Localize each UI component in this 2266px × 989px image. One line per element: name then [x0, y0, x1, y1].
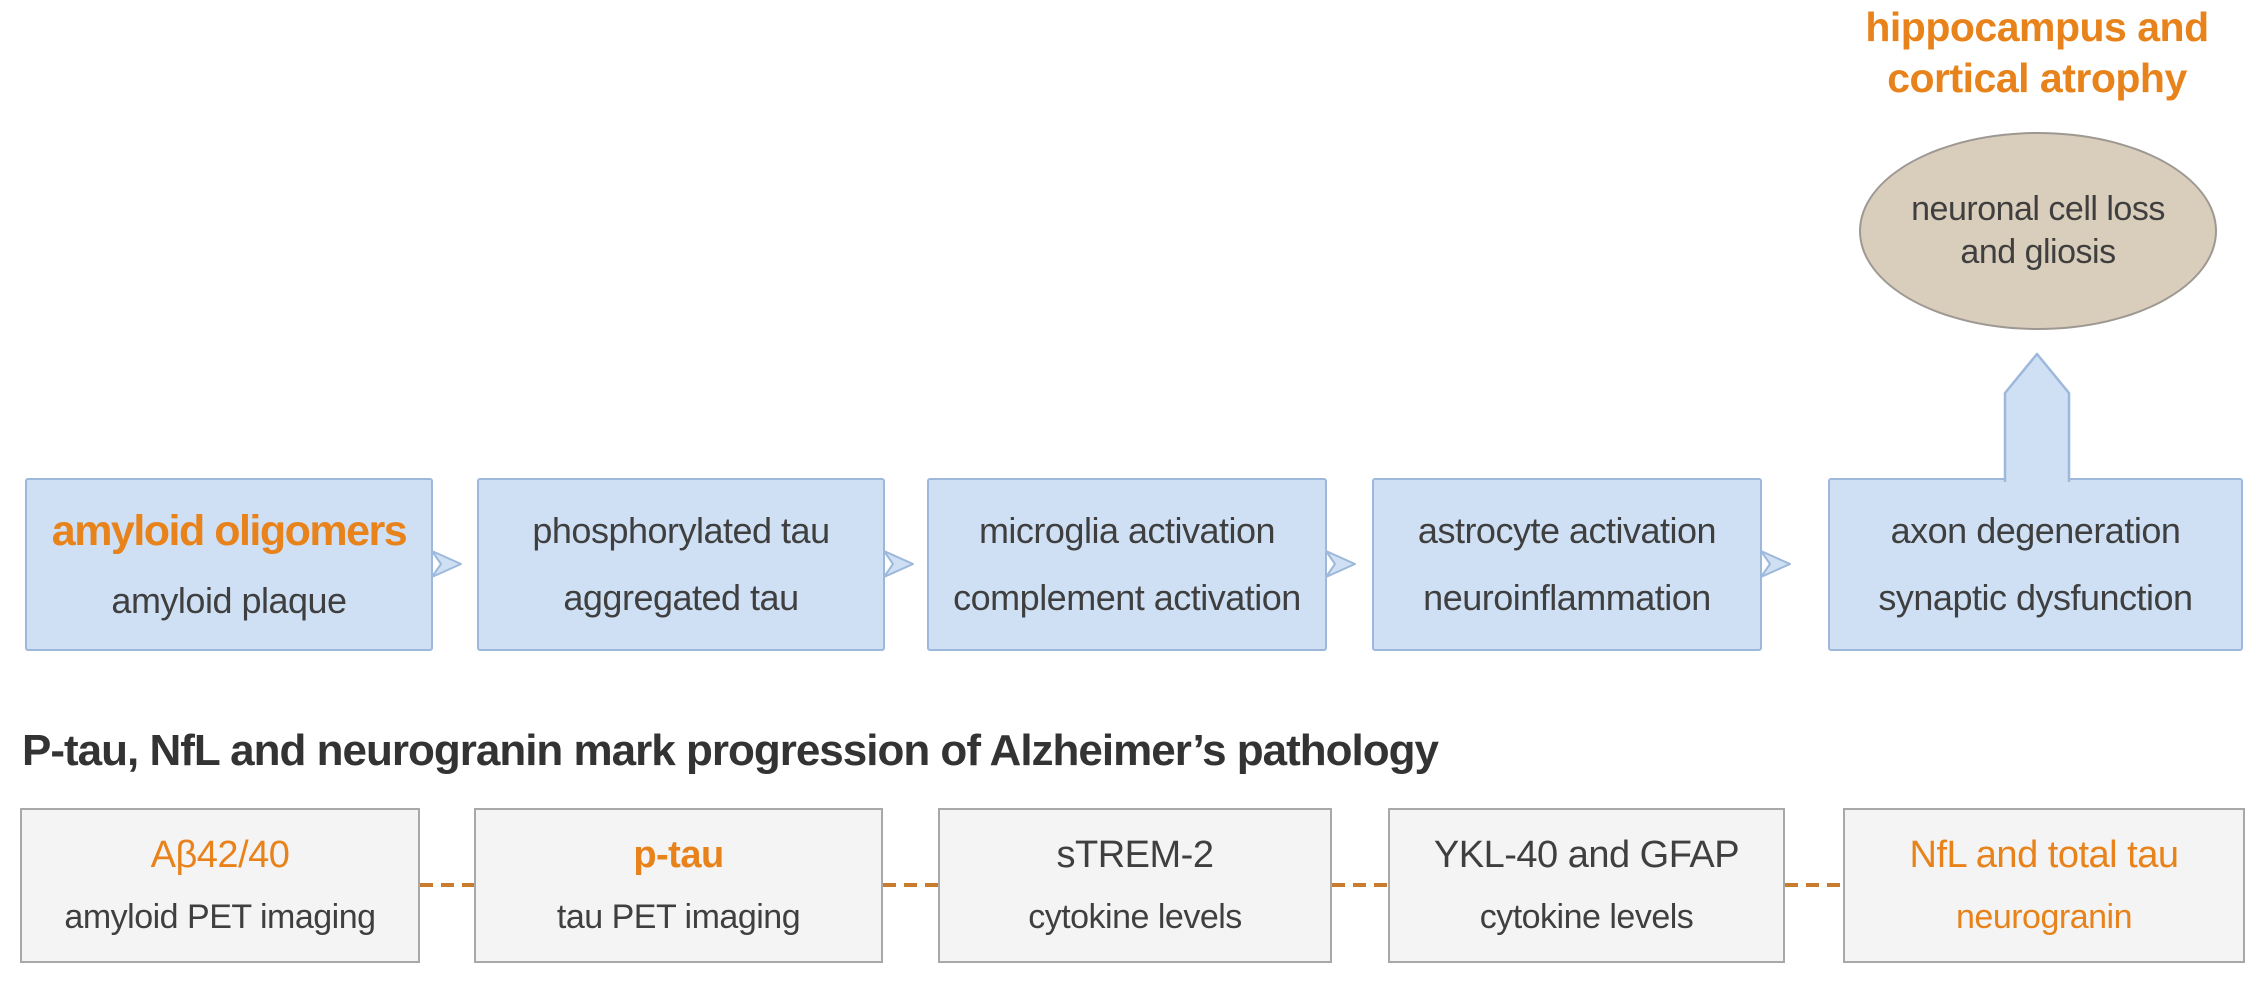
biomarker-box-subtitle: tau PET imaging — [556, 898, 801, 936]
pathway-box-microglia: microglia activation complement activati… — [927, 478, 1327, 651]
biomarker-box-title: sTREM-2 — [1056, 834, 1214, 876]
biomarker-box-subtitle: amyloid PET imaging — [64, 898, 376, 936]
connector-dash — [420, 883, 474, 887]
pathway-box-axon: axon degeneration synaptic dysfunction — [1828, 478, 2243, 651]
section-heading: P-tau, NfL and neurogranin mark progress… — [22, 726, 1439, 775]
pathway-box-tau: phosphorylated tau aggregated tau — [477, 478, 885, 651]
pathway-box-title: microglia activation — [978, 509, 1276, 551]
biomarker-box-subtitle: cytokine levels — [1028, 898, 1242, 936]
biomarker-box-title: NfL and total tau — [1909, 834, 2179, 876]
biomarker-box-ptau: p-tau tau PET imaging — [474, 808, 883, 963]
pathway-box-astrocyte: astrocyte activation neuroinflammation — [1372, 478, 1762, 651]
biomarker-box-nfl: NfL and total tau neurogranin — [1843, 808, 2245, 963]
right-chevron-icon — [1325, 550, 1356, 578]
pathway-box-amyloid: amyloid oligomers amyloid plaque — [25, 478, 433, 651]
right-chevron-icon — [883, 550, 914, 578]
pathway-box-subtitle: amyloid plaque — [111, 579, 347, 621]
pathway-box-subtitle: synaptic dysfunction — [1878, 577, 2193, 619]
biomarker-box-subtitle: neurogranin — [1956, 898, 2132, 936]
outcome-ellipse: neuronal cell loss and gliosis — [1859, 132, 2217, 330]
pathway-box-title: amyloid oligomers — [51, 507, 408, 556]
biomarker-box-subtitle: cytokine levels — [1479, 898, 1694, 936]
pathway-box-title: astrocyte activation — [1417, 509, 1717, 551]
pathway-box-subtitle: aggregated tau — [563, 577, 799, 619]
outcome-heading: hippocampus and cortical atrophy — [1817, 2, 2257, 104]
biomarker-box-strem2: sTREM-2 cytokine levels — [938, 808, 1332, 963]
biomarker-box-title: Aβ42/40 — [150, 834, 290, 876]
right-chevron-icon — [431, 550, 462, 578]
pathway-box-subtitle: neuroinflammation — [1423, 577, 1711, 619]
outcome-ellipse-line1: neuronal cell loss — [1911, 190, 2165, 228]
biomarker-box-title: YKL-40 and GFAP — [1433, 834, 1740, 876]
biomarker-box-abeta: Aβ42/40 amyloid PET imaging — [20, 808, 420, 963]
connector-dash — [1785, 883, 1843, 887]
pathway-box-subtitle: complement activation — [953, 577, 1301, 619]
outcome-heading-line1: hippocampus and — [1865, 4, 2209, 50]
pathway-box-title: axon degeneration — [1890, 509, 2181, 551]
outcome-ellipse-line2: and gliosis — [1960, 233, 2116, 271]
right-chevron-icon — [1760, 550, 1791, 578]
connector-dash — [1332, 883, 1388, 887]
biomarker-box-title: p-tau — [633, 834, 724, 876]
outcome-heading-line2: cortical atrophy — [1887, 55, 2187, 101]
connector-dash — [883, 883, 938, 887]
pathway-box-title: phosphorylated tau — [532, 509, 830, 551]
up-arrow — [2003, 352, 2071, 482]
biomarker-box-ykl40: YKL-40 and GFAP cytokine levels — [1388, 808, 1785, 963]
